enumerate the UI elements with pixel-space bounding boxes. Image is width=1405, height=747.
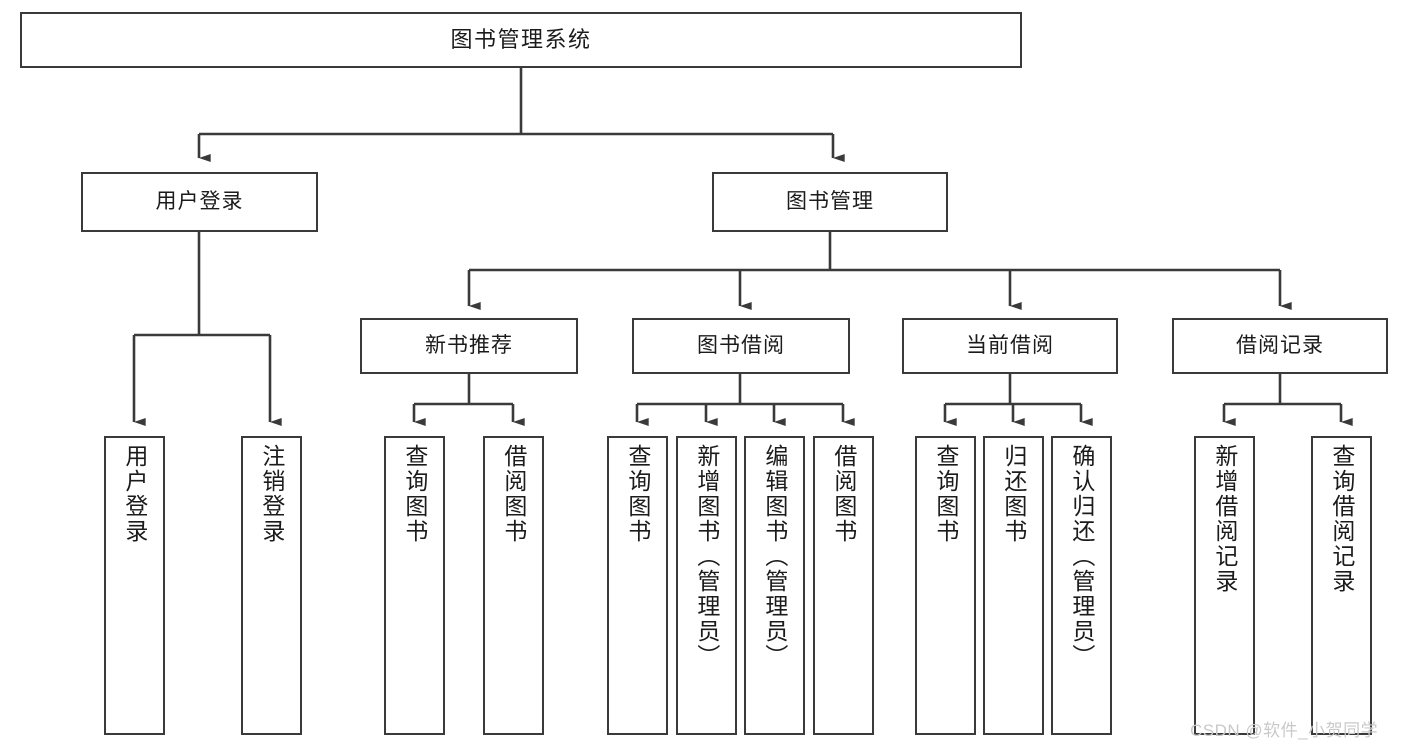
node-current-borrow[interactable]: 当前借阅: [902, 318, 1118, 374]
node-root[interactable]: 图书管理系统: [20, 12, 1022, 68]
node-leaf-logout[interactable]: 注销登录: [241, 436, 302, 735]
node-leaf-return-book-label: 归还图书: [1000, 444, 1027, 544]
node-leaf-confirm-return-label: 确认归还（管理员）: [1068, 444, 1095, 669]
node-leaf-add-record-label: 新增借阅记录: [1211, 444, 1238, 594]
node-current-borrow-label: 当前借阅: [966, 333, 1054, 357]
node-book-borrow-label: 图书借阅: [697, 333, 785, 357]
node-leaf-add-book-label: 新增图书（管理员）: [693, 444, 720, 669]
node-leaf-borrow-book-1[interactable]: 借阅图书: [483, 436, 544, 735]
node-leaf-user-login-label: 用户登录: [121, 444, 148, 544]
node-leaf-query-book-2[interactable]: 查询图书: [607, 436, 668, 735]
node-leaf-confirm-return[interactable]: 确认归还（管理员）: [1051, 436, 1112, 735]
node-new-book-recommend[interactable]: 新书推荐: [360, 318, 578, 374]
node-book-manage[interactable]: 图书管理: [712, 172, 948, 232]
node-leaf-query-book-1-label: 查询图书: [401, 444, 428, 544]
node-leaf-query-record[interactable]: 查询借阅记录: [1311, 436, 1372, 735]
node-leaf-query-book-2-label: 查询图书: [624, 444, 651, 544]
node-borrow-record[interactable]: 借阅记录: [1172, 318, 1388, 374]
node-leaf-return-book[interactable]: 归还图书: [983, 436, 1044, 735]
node-leaf-edit-book-label: 编辑图书（管理员）: [761, 444, 788, 669]
node-leaf-query-book-3-label: 查询图书: [932, 444, 959, 544]
node-leaf-query-book-3[interactable]: 查询图书: [915, 436, 976, 735]
node-leaf-query-book-1[interactable]: 查询图书: [384, 436, 445, 735]
node-leaf-query-record-label: 查询借阅记录: [1328, 444, 1355, 594]
node-borrow-record-label: 借阅记录: [1236, 333, 1324, 357]
node-leaf-borrow-book-2[interactable]: 借阅图书: [813, 436, 874, 735]
node-root-label: 图书管理系统: [450, 27, 592, 53]
node-leaf-logout-label: 注销登录: [258, 444, 285, 544]
node-leaf-add-book[interactable]: 新增图书（管理员）: [676, 436, 737, 735]
node-book-borrow[interactable]: 图书借阅: [632, 318, 850, 374]
node-user-login-label: 用户登录: [155, 189, 244, 213]
node-book-manage-label: 图书管理: [786, 189, 874, 213]
csdn-watermark: CSDN @软件_小贺同学: [1190, 721, 1379, 740]
node-leaf-borrow-book-2-label: 借阅图书: [830, 444, 857, 544]
node-leaf-borrow-book-1-label: 借阅图书: [500, 444, 527, 544]
node-leaf-user-login[interactable]: 用户登录: [104, 436, 165, 735]
node-leaf-add-record[interactable]: 新增借阅记录: [1194, 436, 1255, 735]
node-leaf-edit-book[interactable]: 编辑图书（管理员）: [744, 436, 805, 735]
node-new-book-recommend-label: 新书推荐: [425, 333, 513, 357]
node-user-login[interactable]: 用户登录: [81, 172, 318, 232]
